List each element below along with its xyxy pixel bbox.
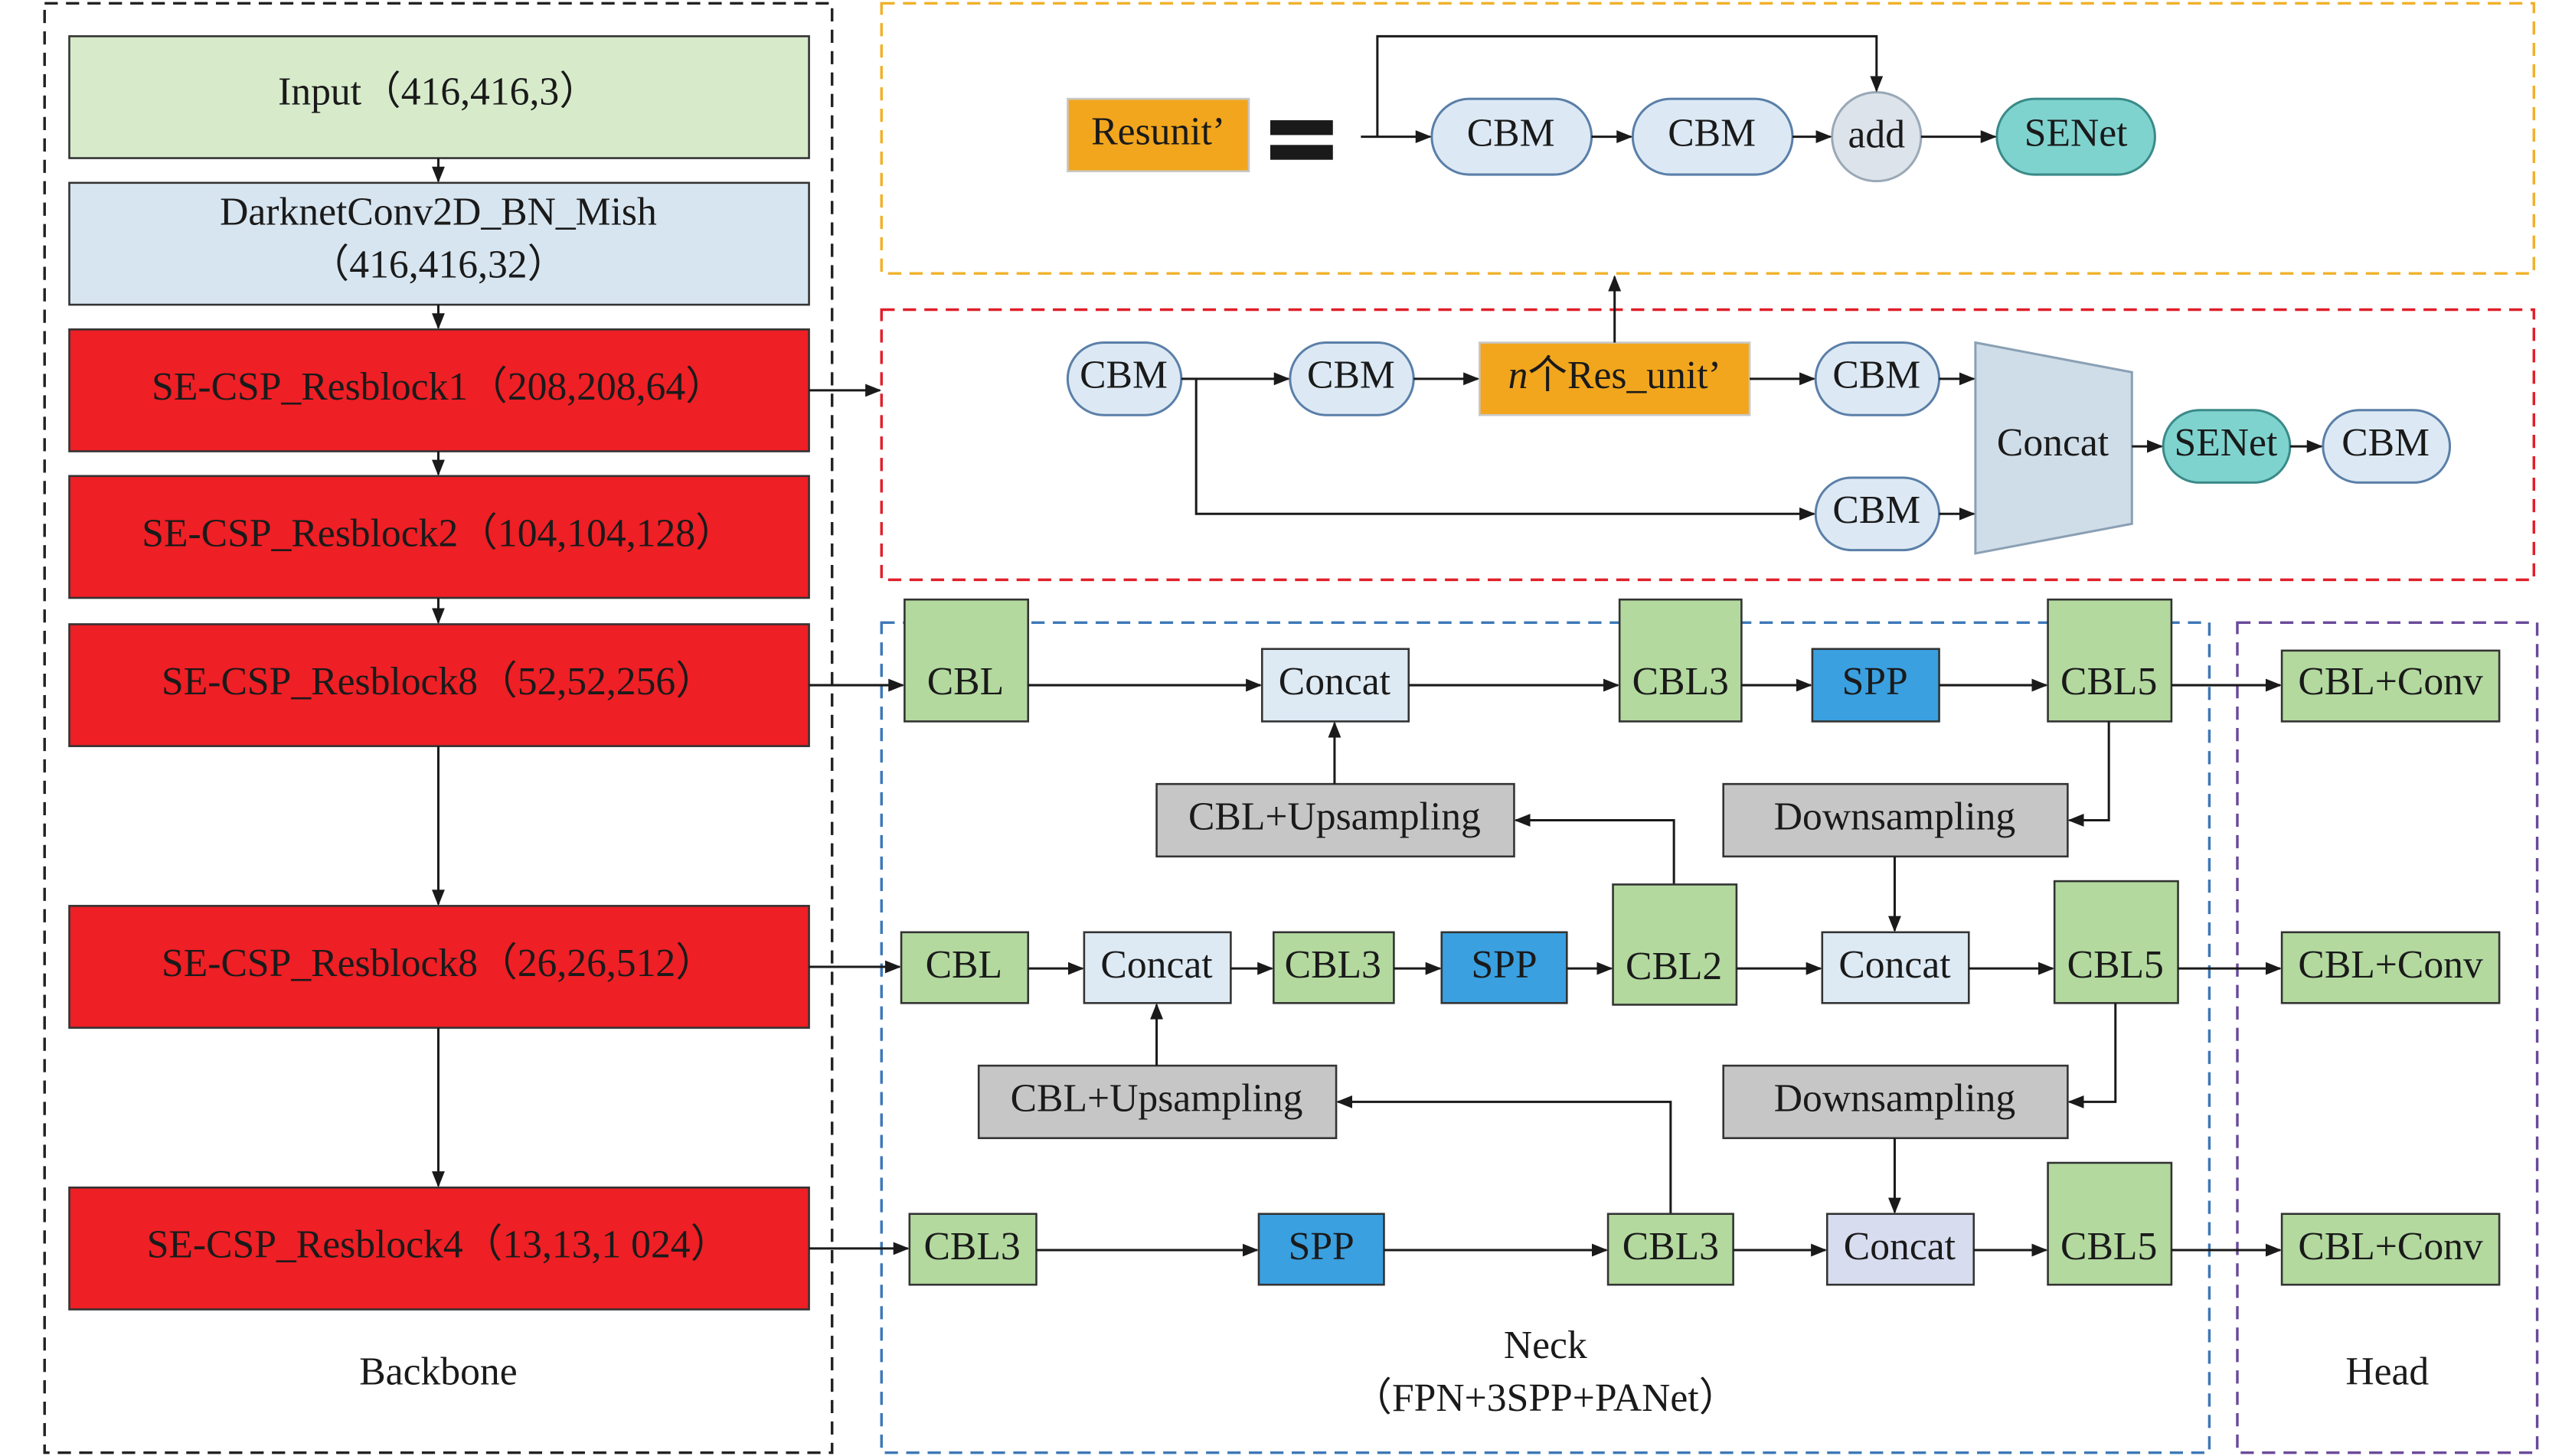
neck-r2-cbl5-label: CBL5 [2067, 943, 2164, 987]
input-block [68, 35, 810, 159]
neck-r2-concat-2-label: Concat [1838, 943, 1951, 987]
resunit-region [880, 2, 2536, 275]
head-conv-3 [2280, 1213, 2501, 1286]
neck-r3-spp [1257, 1213, 1385, 1286]
head-conv-3-label: CBL+Conv [2298, 1225, 2483, 1268]
res-unit-repeat [1478, 341, 1751, 416]
csp-concat-label: Concat [1997, 421, 2109, 465]
csp-concat-trapezoid [1974, 341, 2133, 555]
equals-icon-top [1270, 120, 1333, 135]
resunit-title: Resunit’ [1091, 109, 1225, 153]
neck-r1-cbl3-label: CBL3 [1632, 660, 1729, 704]
neck-region [880, 621, 2211, 1454]
csp-cbm-out-label: CBM [2341, 421, 2430, 465]
neck-r3-cbl3-label: CBL3 [923, 1225, 1020, 1268]
darknet-conv-label: DarknetConv2D_BN_Mish [220, 191, 657, 234]
resblock4-13-label: SE-CSP_Resblock4（13,13,1 024） [147, 1223, 730, 1267]
neck-r1-cbl5 [2047, 598, 2173, 723]
csp-region [880, 308, 2536, 582]
equals-icon-bottom [1270, 145, 1333, 160]
backbone-region [43, 2, 834, 1454]
backbone-label: Backbone [359, 1350, 517, 1393]
neck-r1-cbl3 [1618, 598, 1743, 723]
neck-r1-concat [1260, 648, 1410, 723]
neck-r1-cbl5-label: CBL5 [2060, 660, 2157, 704]
neck-r1-downsampling-label: Downsampling [1774, 795, 2015, 838]
neck-r3-concat [1825, 1213, 1975, 1286]
head-conv-1-label: CBL+Conv [2298, 660, 2483, 704]
csp-cbm-out [2322, 409, 2452, 484]
neck-r2-spp-label: SPP [1471, 943, 1537, 987]
skip-connection [1376, 34, 1884, 137]
cbl5-to-downsampling-2 [2067, 1003, 2117, 1108]
neck-r2-concat-2 [1821, 931, 1970, 1004]
neck-r3-concat-label: Concat [1844, 1225, 1956, 1268]
neck-r2-cbl-label: CBL [926, 943, 1002, 987]
neck-r1-concat-label: Concat [1279, 660, 1391, 704]
csp-cbm-c-label: CBM [1832, 488, 1920, 532]
head-conv-2-label: CBL+Conv [2298, 943, 2483, 987]
resblock2-label: SE-CSP_Resblock2（104,104,128） [142, 511, 734, 555]
neck-sublabel: （FPN+3SPP+PANet） [1352, 1376, 1738, 1420]
neck-r1-upsampling-label: CBL+Upsampling [1188, 795, 1481, 838]
head-conv-2 [2280, 931, 2501, 1004]
resblock8-26-label: SE-CSP_Resblock8（26,26,512） [162, 942, 715, 985]
resunit-senet-label: SENet [2024, 111, 2128, 155]
neck-r2-spp [1440, 931, 1568, 1004]
head-region [2236, 621, 2539, 1454]
head-conv-1 [2280, 649, 2501, 723]
head-label: Head [2345, 1350, 2429, 1393]
neck-r1-spp [1811, 648, 1940, 723]
resblock8-52-label: SE-CSP_Resblock8（52,52,256） [162, 660, 715, 704]
neck-r1-spp-label: SPP [1842, 660, 1908, 704]
neck-r3-spp-label: SPP [1289, 1225, 1355, 1268]
neck-r2-cbl2-label: CBL2 [1626, 945, 1722, 988]
neck-r2-downsampling-label: Downsampling [1774, 1076, 2015, 1120]
res-unit-repeat-label: n个Res_unit’ [1508, 354, 1721, 397]
neck-r1-downsampling [1722, 782, 2069, 858]
cbl2-to-upsampling [1514, 814, 1675, 885]
neck-r2-cbl3 [1273, 931, 1395, 1004]
csp-cbm-a-label: CBM [1307, 354, 1395, 397]
neck-r3-cbl3-b [1606, 1213, 1734, 1286]
resunit-title-box [1067, 97, 1250, 173]
resblock4-13 [68, 1187, 810, 1311]
neck-r2-concat [1083, 931, 1232, 1004]
resunit-cbm-1-label: CBM [1467, 111, 1555, 155]
add-label: add [1848, 113, 1906, 157]
csp-senet-label: SENet [2175, 421, 2278, 465]
neck-r1-cbl-label: CBL [927, 660, 1004, 704]
csp-cbm-in-label: CBM [1080, 354, 1168, 397]
input-label: Input（416,416,3） [278, 70, 599, 114]
neck-r3-cbl5-label: CBL5 [2060, 1225, 2157, 1268]
neck-r3-cbl3-b-label: CBL3 [1622, 1225, 1719, 1268]
csp-shortcut [1194, 378, 1816, 521]
neck-r2-downsampling [1722, 1064, 2069, 1140]
neck-r2-cbl2 [1612, 883, 1738, 1006]
neck-r2-cbl [900, 931, 1030, 1004]
cbl3-to-upsampling [1336, 1095, 1672, 1214]
csp-cbm-b-label: CBM [1832, 354, 1920, 397]
neck-r2-concat-label: Concat [1100, 943, 1213, 987]
neck-r3-cbl5 [2047, 1161, 2173, 1286]
darknet-conv-block [68, 181, 810, 306]
neck-r1-cbl [904, 598, 1030, 723]
neck-r1-upsampling [1155, 782, 1515, 858]
resunit-senet [1995, 97, 2156, 176]
cbl5-to-downsampling [2067, 721, 2110, 827]
resblock1-label: SE-CSP_Resblock1（208,208,64） [152, 365, 725, 409]
neck-r3-cbl3 [908, 1213, 1038, 1286]
neck-label: Neck [1504, 1324, 1587, 1367]
resunit-cbm-2-label: CBM [1668, 111, 1756, 155]
neck-r2-upsampling-label: CBL+Upsampling [1011, 1076, 1303, 1120]
neck-r2-cbl3-label: CBL3 [1285, 943, 1381, 987]
darknet-conv-shape: （416,416,32） [310, 243, 567, 287]
neck-r2-cbl5 [2053, 880, 2179, 1004]
